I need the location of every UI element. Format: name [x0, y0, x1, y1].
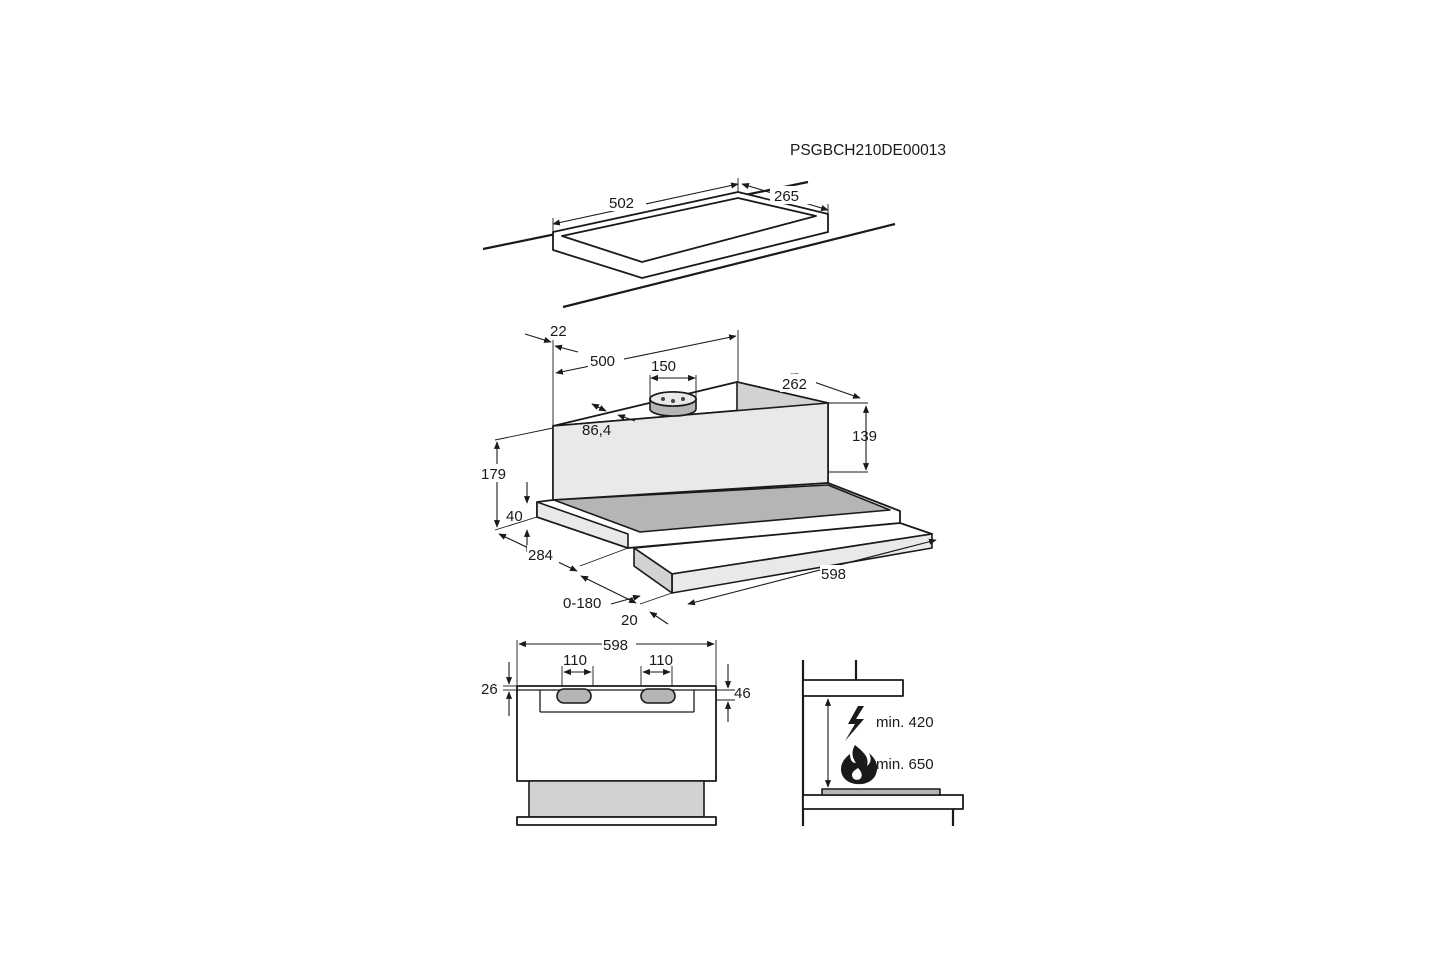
hood-extension-label: 0-180 — [563, 595, 601, 612]
gas-min-distance: min. 650 — [876, 756, 934, 773]
front-width-label: 598 — [603, 637, 628, 654]
flame-icon — [841, 745, 878, 785]
hood-outlet-diameter-label: 150 — [651, 358, 676, 375]
cutout-width-label: 502 — [609, 195, 634, 212]
hood-front-thickness-label: 20 — [621, 612, 638, 629]
hood-width-label: 598 — [821, 566, 846, 583]
front-right-spacing-label: 110 — [649, 652, 673, 669]
hood-depth-label: 262 — [782, 376, 807, 393]
hood-total-depth-label: 284 — [528, 547, 553, 564]
hood-front-height-label: 40 — [506, 508, 523, 525]
hood-side-profile — [802, 679, 904, 697]
hood-outlet-position-label: 500 — [590, 353, 615, 370]
hood-body-height-label: 139 — [852, 428, 877, 445]
hood-offset-label: 22 — [550, 323, 567, 340]
lightning-icon — [845, 706, 864, 741]
drawing-code: PSGBCH210DE00013 — [790, 142, 946, 159]
hood-outlet-offset-label: 86,4 — [582, 422, 611, 439]
front-base — [528, 780, 705, 818]
front-outlet-right — [640, 688, 676, 704]
cutout-diagram: 502 265 — [482, 178, 896, 309]
cutout-depth-label: 265 — [774, 188, 799, 205]
front-body — [516, 685, 717, 782]
hood-isometric: 22 500 150 262 86,4 139 179 40 284 0-180… — [480, 321, 937, 629]
installation-diagram: min. 420 min. 650 — [801, 660, 964, 826]
front-left-spacing-label: 110 — [563, 652, 587, 669]
electric-min-distance: min. 420 — [876, 714, 934, 731]
front-view: 598 110 110 26 46 — [481, 635, 751, 826]
front-outlet-left — [556, 688, 592, 704]
hood-total-height-label: 179 — [481, 466, 506, 483]
front-left-height-label: 26 — [481, 681, 498, 698]
cooktop-surface — [802, 794, 964, 810]
front-right-height-label: 46 — [734, 685, 751, 702]
